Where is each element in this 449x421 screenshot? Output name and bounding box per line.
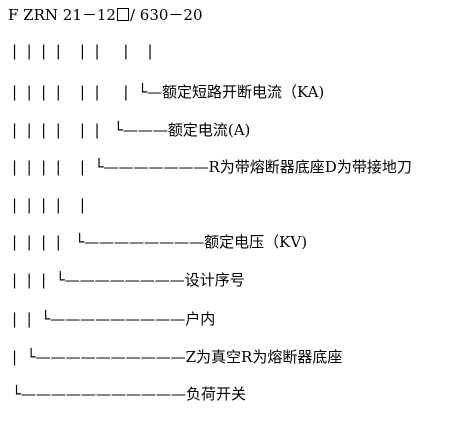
diagram-row: | | | └————————设计序号	[12, 271, 245, 289]
diagram-row: | | | | └————————额定电压（KV)	[12, 233, 308, 251]
diagram-row: | | | | | └———————R为带熔断器底座D为带接地刀	[12, 158, 412, 176]
diagram-row: | | └—————————户内	[12, 310, 216, 328]
diagram-row: | | | | | | | |	[12, 42, 153, 60]
diagram-row: | └——————————Z为真空R为熔断器底座	[12, 348, 343, 366]
diagram-row: └———————————负荷开关	[12, 385, 247, 403]
placeholder-box	[116, 8, 129, 21]
diagram-row: | | | | | | | └—额定短路开断电流（KA)	[12, 83, 325, 101]
diagram-row: | | | | |	[12, 196, 85, 214]
model-code: F ZRN 21－12 / 630－20	[8, 6, 203, 24]
model-code-prefix: F ZRN 21－12	[8, 6, 116, 24]
diagram-row: | | | | | | └———额定电流(A)	[12, 121, 251, 139]
model-code-suffix: / 630－20	[129, 6, 203, 24]
